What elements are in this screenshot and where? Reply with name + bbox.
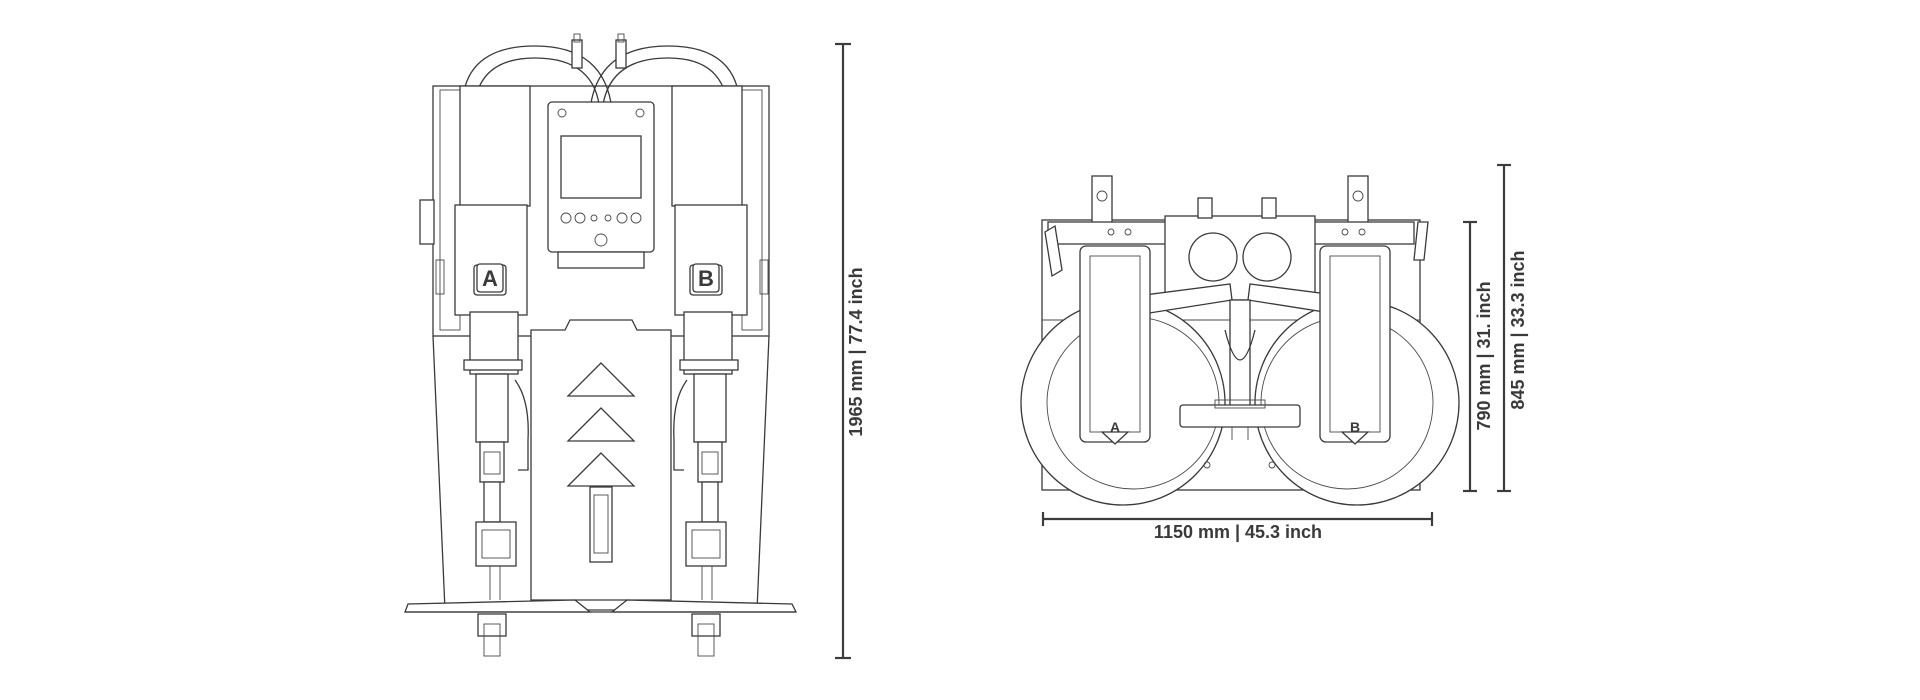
top-width-dimension-line [1041, 512, 1434, 526]
top-depth-inner-dimension-line [1463, 220, 1477, 493]
top-label-b: B [1350, 419, 1360, 435]
front-label-b-box [692, 263, 720, 293]
top-depth-inner-dimension-text: 790 mm | 31. inch [1474, 281, 1494, 430]
front-label-b: B [698, 266, 714, 291]
front-height-dimension-line [835, 42, 851, 660]
top-depth-outer-dimension-text: 845 mm | 33.3 inch [1508, 250, 1528, 409]
top-width-dimension-text: 1150 mm | 45.3 inch [1154, 522, 1322, 542]
front-label-a-box [476, 263, 504, 293]
top-label-a: A [1110, 419, 1120, 435]
front-view-machine [404, 33, 798, 657]
top-depth-outer-dimension-line [1497, 163, 1511, 493]
front-height-dimension-text: 1965 mm | 77.4 inch [846, 267, 866, 436]
top-view-machine [1020, 175, 1460, 506]
front-label-a: A [482, 266, 498, 291]
